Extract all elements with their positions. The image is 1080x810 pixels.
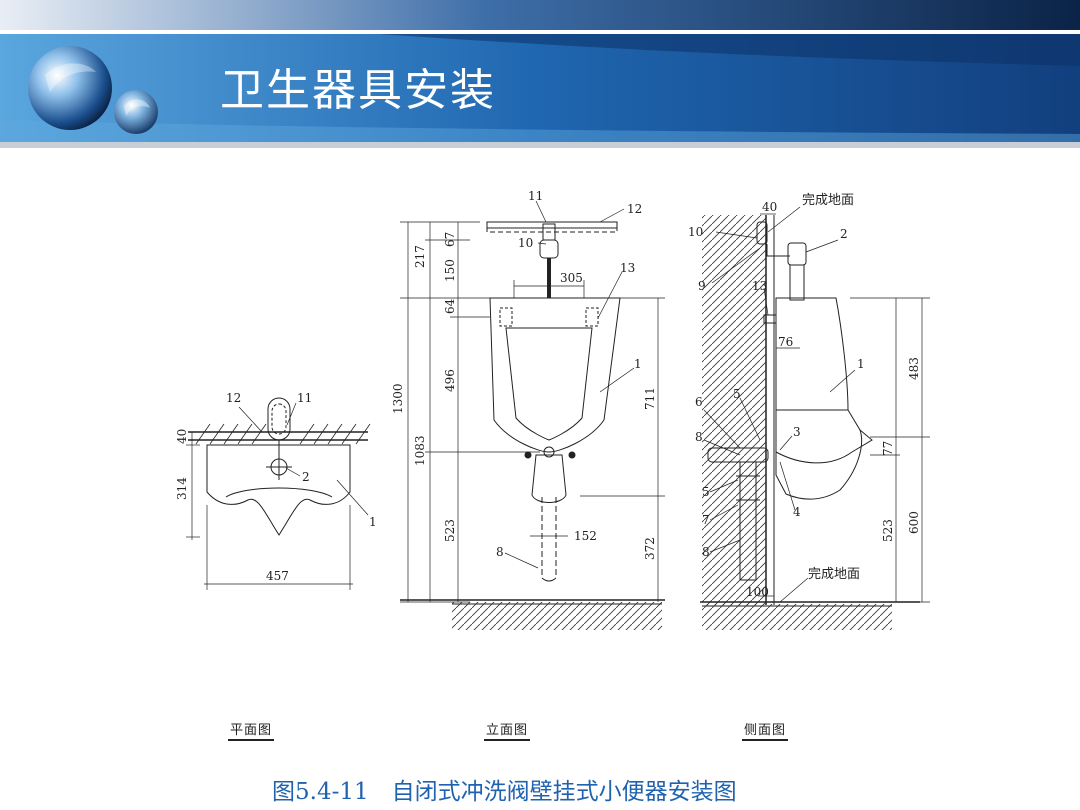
plan-label-2: 2: [302, 470, 310, 484]
side-label-5b: 5: [702, 485, 710, 499]
side-labels: 40 完成地面 10 2 9 13 76 1 6 5 8 3 5 4 7 8 完…: [688, 193, 921, 599]
plan-dim-40: 40: [175, 429, 189, 444]
elev-dim-67: 67: [443, 232, 457, 247]
sphere-small-icon: [114, 90, 158, 134]
side-label-3: 3: [793, 425, 801, 439]
plan-view: [186, 397, 371, 590]
elev-label-11: 11: [528, 189, 543, 203]
sphere-large-icon: [28, 46, 112, 130]
slide-header: 卫生器具安装: [0, 0, 1080, 150]
elev-dim-217: 217: [413, 245, 427, 268]
plan-labels: 12 11 2 1 40 314 457: [175, 391, 377, 583]
side-view-label: 侧面图: [742, 719, 789, 741]
side-label-10: 10: [688, 225, 703, 239]
elev-dim-372: 372: [643, 537, 657, 560]
elev-label-1: 1: [634, 357, 642, 371]
side-dim-76: 76: [778, 335, 793, 349]
elevation-view-label: 立面图: [484, 719, 531, 741]
side-dim-77: 77: [881, 441, 895, 456]
side-label-1: 1: [857, 357, 865, 371]
plan-label-12: 12: [226, 391, 241, 405]
urinal-installation-drawing: 12 11 2 1 40 314 457 11 12 10 13 1 8 305…: [175, 189, 930, 630]
side-label-13: 13: [752, 279, 767, 293]
side-label-2: 2: [840, 227, 848, 241]
plan-dim-314: 314: [175, 477, 189, 500]
slide-title: 卫生器具安装: [220, 65, 496, 116]
elev-dim-64: 64: [443, 298, 457, 314]
side-label-floor-top: 完成地面: [802, 193, 854, 208]
side-dim-600: 600: [907, 511, 921, 534]
header-background: [0, 0, 1080, 148]
elevation-view: [400, 200, 665, 630]
side-dim-523: 523: [881, 519, 895, 542]
plan-label-11: 11: [297, 391, 312, 405]
side-label-5a: 5: [733, 387, 741, 401]
side-view: [700, 206, 930, 630]
elev-dim-496: 496: [443, 369, 457, 392]
side-dim-483: 483: [907, 357, 921, 380]
elev-dim-1300: 1300: [391, 383, 405, 414]
elev-dim-711: 711: [643, 387, 657, 410]
plan-dim-457: 457: [266, 569, 289, 583]
elev-label-10: 10: [518, 236, 533, 250]
plan-view-label: 平面图: [228, 719, 275, 741]
elev-dim-150: 150: [443, 259, 457, 282]
elev-dim-1083: 1083: [413, 435, 427, 466]
elev-label-13: 13: [620, 261, 635, 275]
side-label-9: 9: [698, 279, 706, 293]
plan-label-1: 1: [369, 515, 377, 529]
elev-label-8: 8: [496, 545, 504, 559]
elev-label-12: 12: [627, 202, 642, 216]
figure-caption: 图5.4-11 自闭式冲洗阀壁挂式小便器安装图: [272, 779, 737, 805]
elev-dim-523: 523: [443, 519, 457, 542]
side-label-6: 6: [695, 395, 703, 409]
side-label-8b: 8: [702, 545, 710, 559]
elev-dim-305: 305: [560, 271, 583, 285]
side-label-4: 4: [793, 505, 801, 519]
elevation-labels: 11 12 10 13 1 8 305 152 217 67 150 64 13…: [391, 189, 657, 560]
side-label-8a: 8: [695, 430, 703, 444]
side-dim-40: 40: [762, 200, 777, 214]
side-dim-100: 100: [746, 585, 769, 599]
side-label-floor-bottom: 完成地面: [808, 567, 860, 582]
elev-dim-152: 152: [574, 529, 597, 543]
side-label-7: 7: [702, 513, 710, 527]
